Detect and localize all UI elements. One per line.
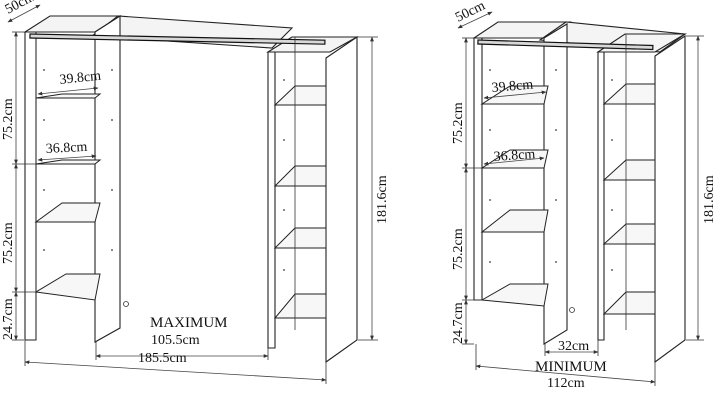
max-span-width-label: 105.5cm — [151, 333, 200, 348]
max-right-shelf-3 — [273, 227, 327, 249]
min-hanging-rod — [477, 39, 654, 51]
max-hanging-rod — [29, 33, 326, 45]
max-right-tower-left-side — [267, 51, 276, 349]
max-left-tower-right-side — [94, 14, 121, 343]
max-right-shelf-1 — [273, 85, 327, 106]
max-section-height-middle-label: 75.2cm — [1, 222, 16, 264]
min-caption: MINIMUM — [535, 359, 607, 375]
max-dimension-labels: 50cm 39.8cm 36.8cm 75.2cm 75.2cm 24.7cm … — [1, 0, 390, 366]
min-section-height-upper-label: 75.2cm — [451, 102, 466, 144]
min-right-tower-left-side — [597, 51, 605, 341]
min-left-tower-left-side — [473, 37, 483, 301]
max-right-tower-right-side — [325, 35, 358, 364]
min-section-height-lower-label: 24.7cm — [451, 302, 466, 344]
min-right-shelf-1 — [602, 83, 656, 105]
min-right-shelf-4 — [602, 291, 656, 315]
min-left-tower-right-side — [543, 23, 568, 345]
min-total-width-label: 112cm — [547, 376, 585, 391]
min-right-tower-right-side — [654, 34, 686, 364]
min-span-width-label: 32cm — [558, 339, 589, 354]
min-left-shelf-3 — [480, 209, 549, 233]
max-right-shelf-2 — [273, 165, 327, 187]
max-right-shelf-4 — [273, 293, 327, 319]
max-caption: MAXIMUM — [150, 315, 228, 331]
max-left-tower-left-side — [24, 31, 37, 341]
max-total-height-label: 181.6cm — [375, 175, 390, 224]
max-section-height-lower-label: 24.7cm — [1, 298, 16, 340]
maximum-configuration: 50cm 39.8cm 36.8cm 75.2cm 75.2cm 24.7cm … — [1, 0, 390, 384]
max-section-height-upper-label: 75.2cm — [1, 98, 16, 140]
max-left-shelf-1 — [35, 93, 102, 99]
max-total-width-label: 185.5cm — [138, 351, 187, 366]
min-section-height-middle-label: 75.2cm — [451, 228, 466, 270]
minimum-configuration: 50cm 39.8cm 36.8cm 75.2cm 75.2cm 24.7cm … — [451, 0, 717, 391]
min-right-shelf-3 — [602, 223, 656, 245]
min-total-height-label: 181.6cm — [702, 175, 717, 224]
min-dimension-lines — [457, 11, 704, 386]
max-shelf-width-upper-label: 39.8cm — [59, 69, 102, 88]
min-shelf-width-middle-label: 36.8cm — [493, 147, 536, 165]
max-left-shelf-2 — [35, 159, 102, 165]
max-left-shelf-3 — [34, 202, 101, 223]
min-shelf-width-upper-label: 39.8cm — [491, 77, 534, 96]
max-dimension-lines — [7, 4, 378, 384]
max-left-shelf-4 — [34, 273, 101, 301]
min-right-shelf-2 — [602, 159, 656, 181]
min-left-shelf-4 — [480, 283, 549, 307]
min-wardrobe-drawing — [472, 21, 687, 364]
max-shelf-width-middle-label: 36.8cm — [45, 140, 87, 157]
max-wardrobe-drawing — [23, 14, 360, 364]
